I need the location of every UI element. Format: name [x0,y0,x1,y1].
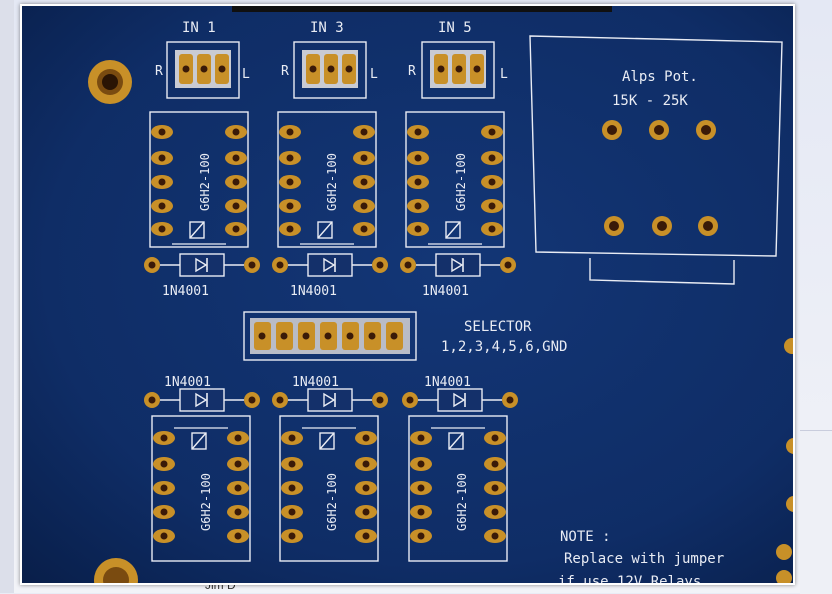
in1-r-label: R [155,64,163,79]
relay-footprint [151,415,251,562]
diode-footprint [144,253,260,277]
diode-footprint [400,253,516,277]
note-line1: Replace with jumper [564,551,724,567]
edge-pad [776,544,792,560]
alps-pot-footprint [529,35,783,285]
left-strip [0,0,14,593]
edge-pad [786,438,793,454]
diode5-label: 1N4001 [422,284,469,299]
diode-footprint [144,388,260,412]
input-connector-5 [421,41,495,99]
edge-pad [786,496,793,512]
pcb-illustration: IN 1 IN 3 IN 5 R L R L R L G6H2-100 G6H2… [22,6,793,583]
pot-title: Alps Pot. [622,69,698,85]
in3-label: IN 3 [310,20,344,36]
input-connector-3 [293,41,367,99]
diode3-label: 1N4001 [290,284,337,299]
in3-l-label: L [370,67,378,82]
pcb-board [22,6,793,583]
relay6-part-label: G6H2-100 [455,473,469,531]
relay-footprint [277,111,377,248]
diode-footprint [272,253,388,277]
in5-l-label: L [500,67,508,82]
relay-footprint [279,415,379,562]
relay-footprint [405,111,505,248]
diode2-label: 1N4001 [164,375,211,390]
in1-label: IN 1 [182,20,216,36]
diode4-label: 1N4001 [292,375,339,390]
relay-footprint [149,111,249,248]
selector-title: SELECTOR [464,319,532,335]
selector-pins: 1,2,3,4,5,6,GND [441,339,567,355]
relay5-part-label: G6H2-100 [454,153,468,211]
pot-range: 15K - 25K [612,93,688,109]
relay2-part-label: G6H2-100 [199,473,213,531]
top-strip [232,6,612,12]
in3-r-label: R [281,64,289,79]
in5-r-label: R [408,64,416,79]
edge-pad [784,338,793,354]
in1-l-label: L [242,67,250,82]
note-line2: if use 12V Relays [558,574,701,583]
note-title: NOTE : [560,529,611,545]
relay-footprint [408,415,508,562]
diode-footprint [272,388,388,412]
right-side-panel [800,430,832,594]
diode6-label: 1N4001 [424,375,471,390]
diode1-label: 1N4001 [162,284,209,299]
relay4-part-label: G6H2-100 [325,473,339,531]
relay1-part-label: G6H2-100 [198,153,212,211]
diode-footprint [402,388,518,412]
pcb-photo[interactable]: IN 1 IN 3 IN 5 R L R L R L G6H2-100 G6H2… [22,6,793,583]
mounting-holes [88,60,138,583]
in5-label: IN 5 [438,20,472,36]
input-connector-1 [166,41,240,99]
relay3-part-label: G6H2-100 [325,153,339,211]
edge-pad [776,570,792,583]
selector-header [243,311,417,361]
